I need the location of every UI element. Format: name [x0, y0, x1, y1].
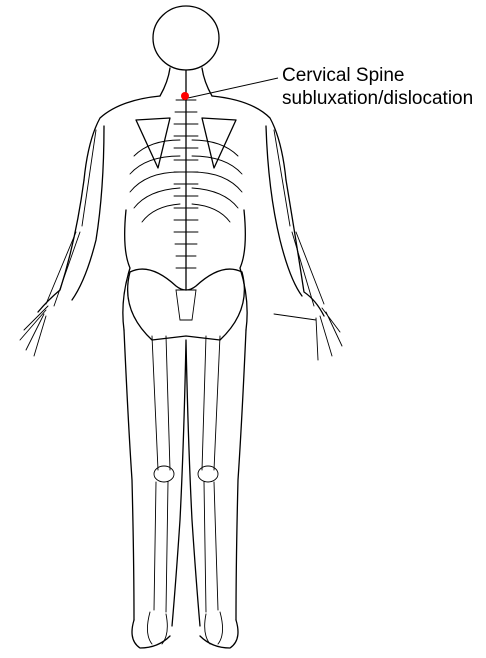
skeleton-bones [20, 70, 342, 644]
annotation-label-line-2: subluxation/dislocation [282, 89, 473, 109]
injury-marker [181, 92, 189, 100]
annotation-label-line-1: Cervical Spine [282, 66, 405, 86]
annotation-leader [181, 78, 278, 100]
